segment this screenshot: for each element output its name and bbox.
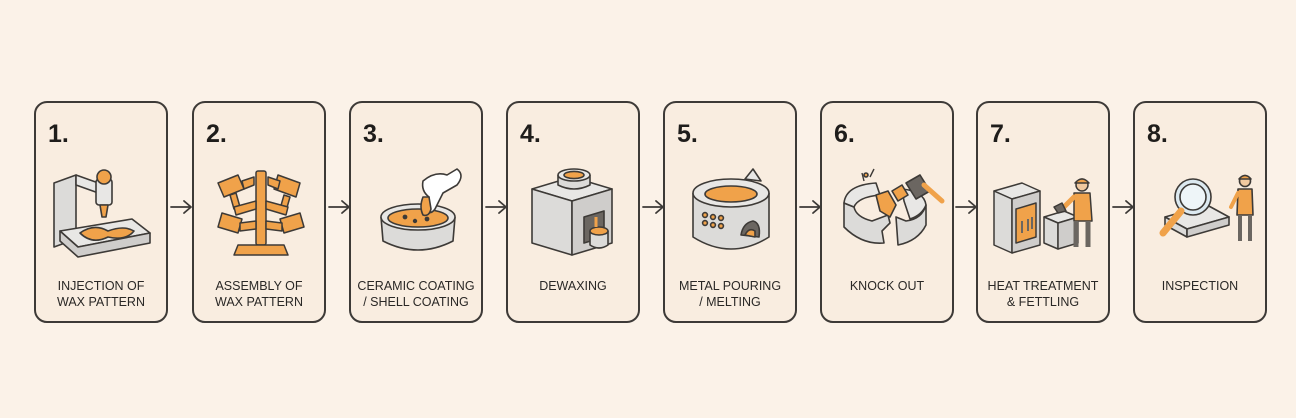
step-number: 2. [206,120,227,148]
dewaxing-furnace-icon [531,168,613,256]
step-card-8: 8. INSPECTION [1133,101,1267,323]
step-card-2: 2. ASSEMBLY OF WAX PATTERN [192,101,326,323]
step-number: 8. [1147,120,1168,148]
step-card-5: 5. METAL POURING / MELTING [663,101,797,323]
step-card-7: 7. HEAT TREATMENT & FETTLING [976,101,1110,323]
knock-out-hammer-icon [843,168,945,246]
step-card-3: 3. CERAMIC COATING / SHELL COATING [349,101,483,323]
inspection-magnifier-icon [1159,174,1254,241]
step-number: 6. [834,120,855,148]
heat-treatment-worker-icon [993,178,1093,254]
step-number: 1. [48,120,69,148]
step-label: CERAMIC COATING / SHELL COATING [357,279,475,309]
step-card-6: 6. KNOCK OUT [820,101,954,323]
step-label: ASSEMBLY OF WAX PATTERN [215,279,303,309]
melting-furnace-icon [692,168,770,250]
step-number: 4. [520,120,541,148]
step-label: INSPECTION [1161,279,1239,293]
step-number: 3. [363,120,384,148]
wax-injection-machine-icon [53,169,151,258]
step-card-4: 4. DEWAXING [506,101,640,323]
step-label: HEAT TREATMENT & FETTLING [987,279,1099,309]
step-label: KNOCK OUT [849,279,925,293]
ceramic-dip-bowl-icon [380,168,462,251]
step-label: METAL POURING / MELTING [678,279,782,309]
step-label: DEWAXING [539,279,607,293]
step-number: 5. [677,120,698,148]
step-label: INJECTION OF WAX PATTERN [57,279,145,309]
arrow-right-icon [170,200,192,214]
wax-tree-assembly-icon [217,170,305,256]
step-number: 7. [990,120,1011,148]
step-card-1: 1. INJECTION OF WAX PATTERN [34,101,168,323]
